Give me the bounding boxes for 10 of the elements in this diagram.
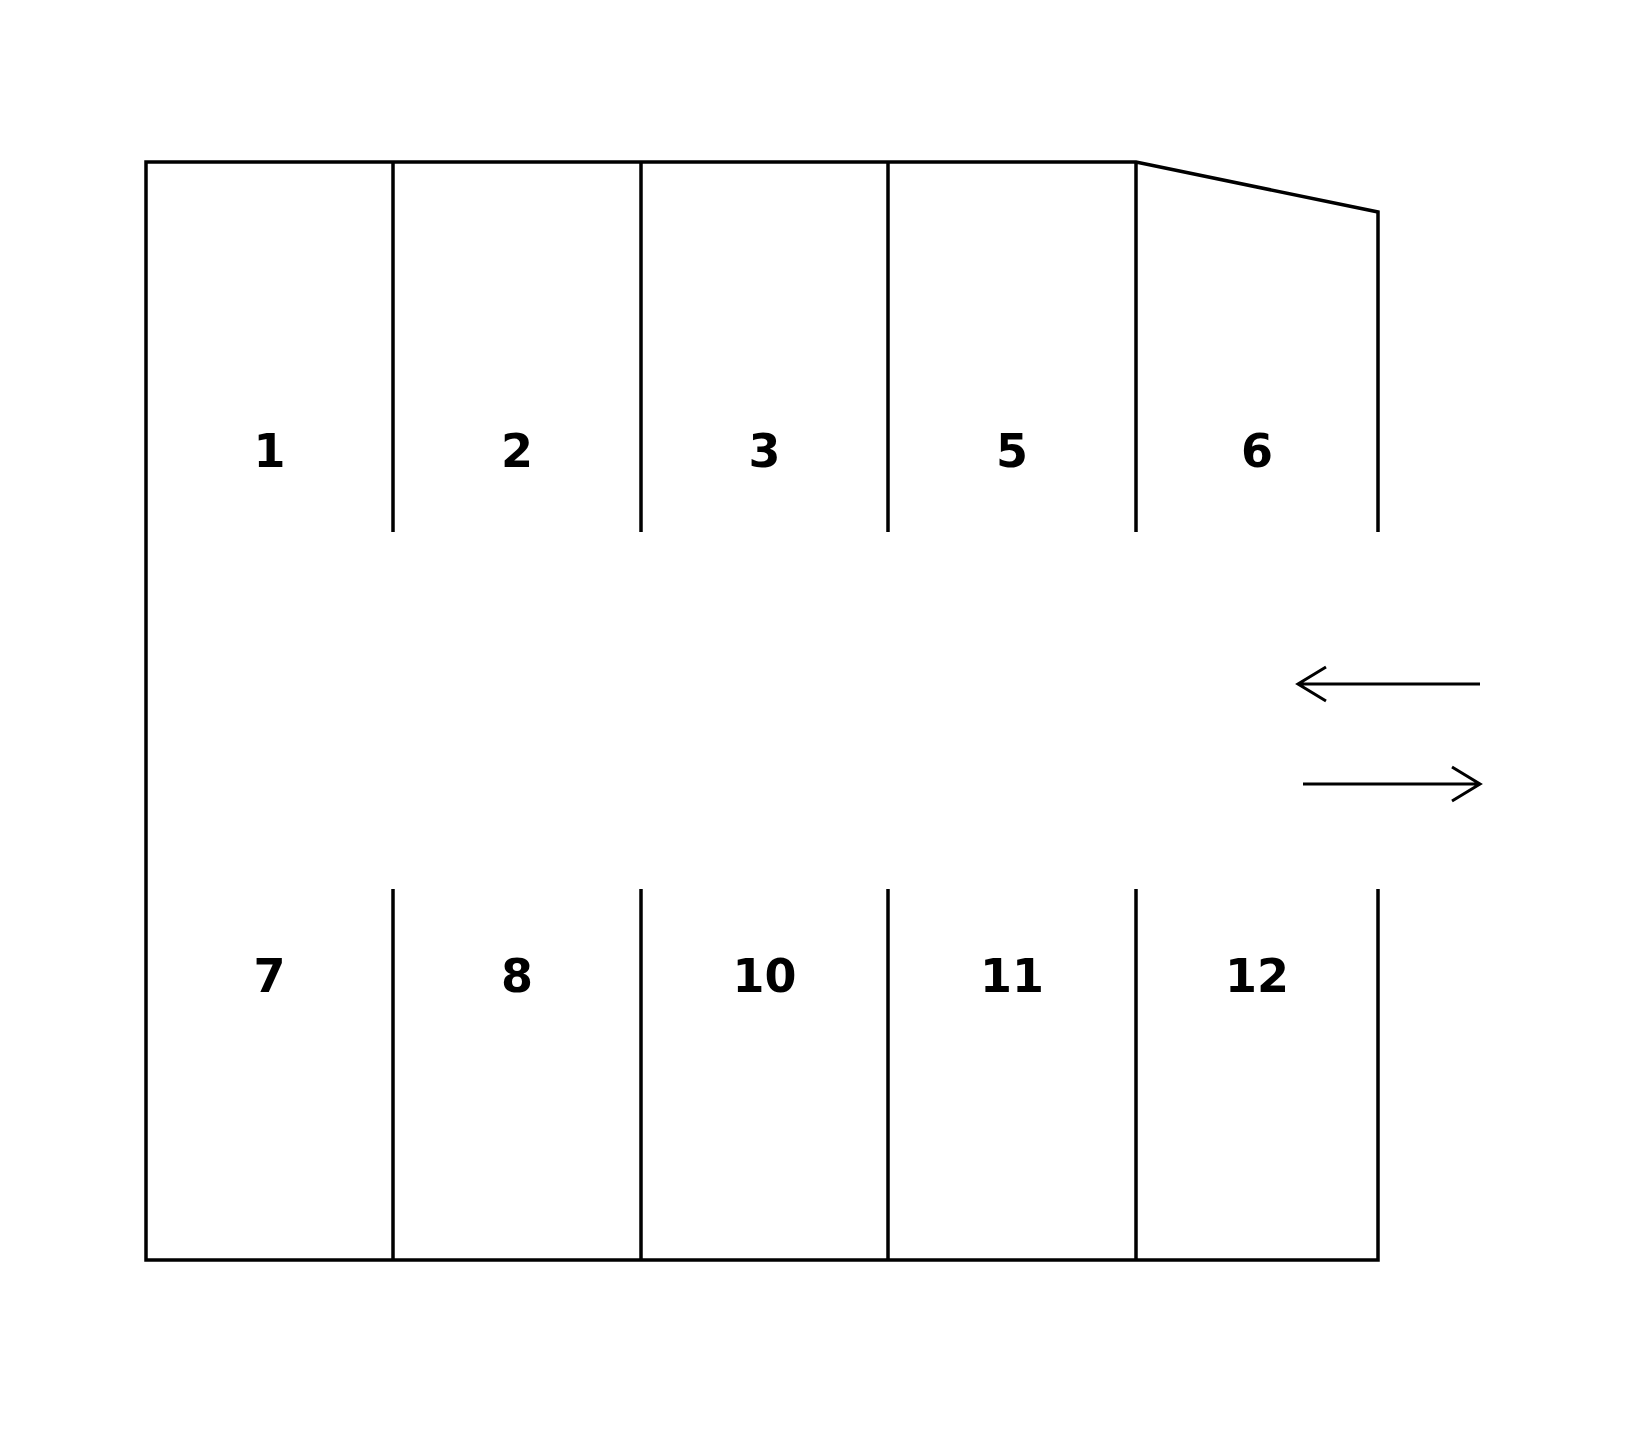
space-number: 2 (501, 428, 533, 474)
space-number: 8 (501, 953, 533, 999)
space-number: 10 (732, 953, 797, 999)
space-number: 11 (980, 953, 1044, 999)
space-number: 7 (253, 953, 286, 999)
space-number: 5 (996, 428, 1028, 474)
space-number: 6 (1241, 428, 1273, 474)
space-number: 3 (748, 428, 781, 474)
space-number: 1 (253, 428, 286, 474)
space-number: 12 (1225, 953, 1289, 999)
